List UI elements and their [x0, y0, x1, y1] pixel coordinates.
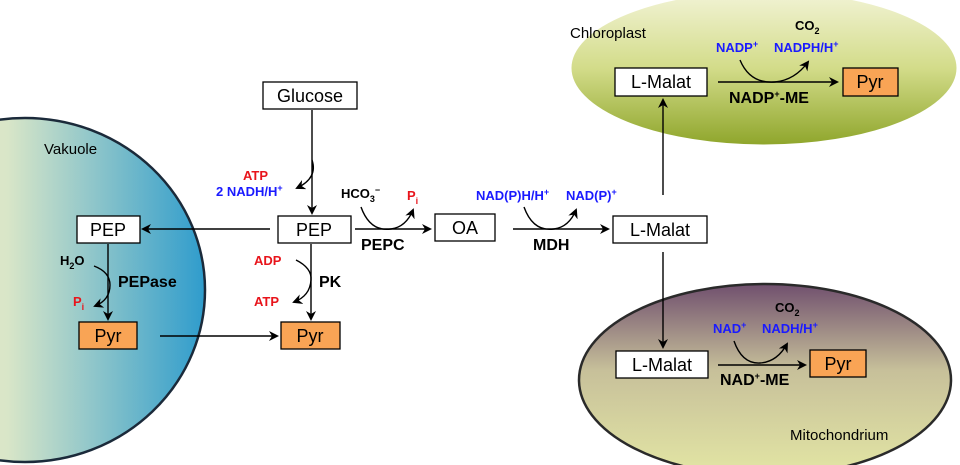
pep-vacuole-box: PEP — [76, 215, 141, 244]
svg-text:PEP: PEP — [296, 220, 332, 240]
reaction-arrows — [93, 59, 839, 370]
chloroplast-co2: CO2 — [795, 18, 820, 36]
enzyme-nad-me: NAD+-ME — [720, 371, 790, 389]
pyr-vacuole-box: Pyr — [78, 321, 138, 350]
svg-text:PEP: PEP — [90, 220, 126, 240]
pk-atp: ATP — [254, 294, 279, 309]
pk-adp: ADP — [254, 253, 282, 268]
chloroplast-nadph: NADPH/H+ — [774, 39, 839, 55]
water: H2O — [60, 253, 85, 271]
pyr-chloroplast-box: Pyr — [842, 67, 899, 97]
malat-mito-box: L-Malat — [615, 350, 709, 379]
mitochondrion-label: Mitochondrium — [790, 427, 888, 444]
svg-text:L-Malat: L-Malat — [632, 355, 692, 375]
svg-text:L-Malat: L-Malat — [630, 220, 690, 240]
svg-text:L-Malat: L-Malat — [631, 72, 691, 92]
vacuole-compartment — [0, 116, 207, 464]
bicarbonate: HCO3− — [341, 185, 380, 204]
enzyme-nadp-me: NADP+-ME — [729, 89, 809, 107]
mitochondrion-compartment — [577, 282, 953, 465]
svg-text:Pyr: Pyr — [95, 326, 122, 346]
enzyme-pepc: PEPC — [361, 237, 405, 254]
svg-text:Pyr: Pyr — [857, 72, 884, 92]
glucose-box: Glucose — [262, 81, 358, 110]
vacuole-label: Vakuole — [44, 141, 97, 158]
nadph-mdh: NAD(P)H/H+ — [476, 187, 549, 203]
svg-text:OA: OA — [452, 218, 478, 238]
pep-box: PEP — [277, 215, 352, 244]
phosphate-pepase: Pi — [73, 294, 84, 312]
malat-chloroplast-box: L-Malat — [614, 67, 708, 97]
glycolysis-nadh: 2 NADH/H+ — [216, 183, 283, 199]
chloroplast-label: Chloroplast — [570, 25, 647, 42]
mito-co2: CO2 — [775, 300, 800, 318]
nadp-mdh: NAD(P)+ — [566, 187, 617, 203]
mito-nadh: NADH/H+ — [762, 320, 818, 336]
svg-text:Pyr: Pyr — [297, 326, 324, 346]
enzyme-pk: PK — [319, 274, 342, 291]
malat-box: L-Malat — [612, 215, 708, 244]
enzyme-mdh: MDH — [533, 237, 569, 254]
svg-text:Glucose: Glucose — [277, 86, 343, 106]
pyr-box: Pyr — [280, 321, 341, 350]
svg-text:Pyr: Pyr — [825, 354, 852, 374]
phosphate-pepc: Pi — [407, 188, 418, 206]
enzyme-pepase: PEPase — [118, 274, 177, 291]
pyr-mito-box: Pyr — [809, 349, 867, 378]
mito-nad: NAD+ — [713, 320, 746, 336]
glycolysis-atp: ATP — [243, 168, 268, 183]
chloroplast-nadp: NADP+ — [716, 39, 758, 55]
oa-box: OA — [434, 213, 496, 242]
chloroplast-compartment — [568, 0, 960, 148]
